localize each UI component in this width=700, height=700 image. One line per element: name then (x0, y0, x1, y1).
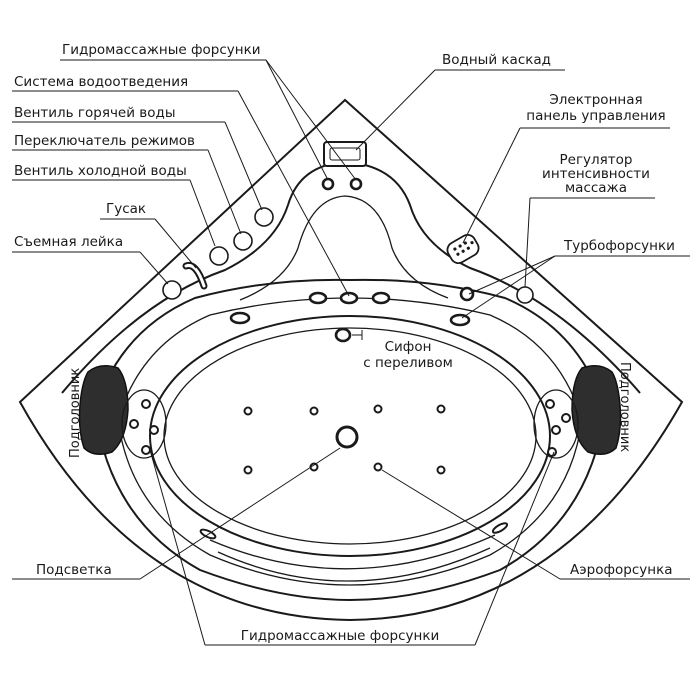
aero-jet (436, 465, 446, 475)
label-headrest-left: Подголовник (68, 368, 83, 458)
label-hydro-jets-bottom: Гидромассажные форсунки (241, 628, 440, 644)
siphon (334, 327, 352, 343)
basin-drain (335, 425, 359, 449)
label-intensity-3: массажа (565, 180, 627, 196)
label-hydro-jets-top: Гидромассажные форсунки (62, 42, 261, 58)
label-lighting: Подсветка (36, 562, 112, 578)
tub-outer-outline (18, 98, 684, 622)
electronic-panel (446, 234, 480, 264)
drain-jet (371, 291, 391, 305)
left-side-jet (141, 399, 151, 409)
label-mode-switch: Переключатель режимов (14, 133, 195, 149)
label-water-cascade: Водный каскад (442, 52, 551, 68)
label-drain-system: Система водоотведения (14, 74, 188, 90)
label-cold-valve: Вентиль холодной воды (14, 163, 187, 179)
drain-jet (308, 291, 328, 305)
label-headrest-right: Подголовник (617, 362, 632, 452)
hydro-jet-top (321, 177, 335, 191)
headrest-left-pad (78, 365, 129, 455)
aero-jet (243, 465, 253, 475)
right-side-jet (547, 447, 557, 457)
tub-basin-outer (149, 315, 551, 557)
label-hand-shower: Съемная лейка (14, 234, 123, 250)
mode-switch-knob (233, 231, 253, 251)
label-siphon-2: с переливом (363, 355, 453, 371)
label-turbo-jets: Турбофорсунки (563, 238, 675, 254)
turbo-jet (449, 313, 471, 327)
electronic-panel-buttons (453, 241, 474, 256)
label-intensity-2: интенсивности (542, 166, 650, 182)
hot-valve-knob (254, 207, 274, 227)
label-hot-valve: Вентиль горячей воды (14, 105, 176, 121)
left-side-jet (129, 419, 139, 429)
label-electronic-panel-2: панель управления (526, 108, 665, 124)
headrest-right-pad (571, 365, 622, 455)
intensity-regulator-knob (516, 286, 534, 304)
cold-valve-knob (209, 246, 229, 266)
label-aero-jet: Аэрофорсунка (570, 562, 673, 578)
tub-front-lip (209, 534, 496, 570)
hydro-jet-top (349, 177, 363, 191)
turbo-jet-left (229, 311, 251, 325)
right-side-jet (561, 413, 571, 423)
left-side-jet (141, 445, 151, 455)
turbo-jet-upper (459, 286, 475, 302)
aero-jet (373, 462, 383, 472)
label-electronic-panel-1: Электронная (549, 92, 642, 108)
left-jet-panel (121, 389, 167, 459)
aero-jet (309, 406, 319, 416)
label-intensity-1: Регулятор (560, 152, 633, 168)
drain-jet (339, 291, 359, 305)
tub-front-lip-2 (217, 547, 491, 582)
aero-jet (243, 406, 253, 416)
label-spout: Гусак (106, 201, 146, 217)
right-side-jet (545, 399, 555, 409)
left-side-jet (149, 425, 159, 435)
water-cascade-slot (329, 147, 361, 161)
lighting-right (491, 522, 509, 534)
right-side-jet (551, 425, 561, 435)
hand-shower-knob (162, 280, 182, 300)
aero-jet (373, 404, 383, 414)
label-siphon-1: Сифон (385, 339, 432, 355)
spout-icon-inner (184, 263, 206, 288)
tub-deck-inner (239, 195, 449, 301)
right-jet-panel (533, 389, 579, 459)
aero-jet (436, 404, 446, 414)
